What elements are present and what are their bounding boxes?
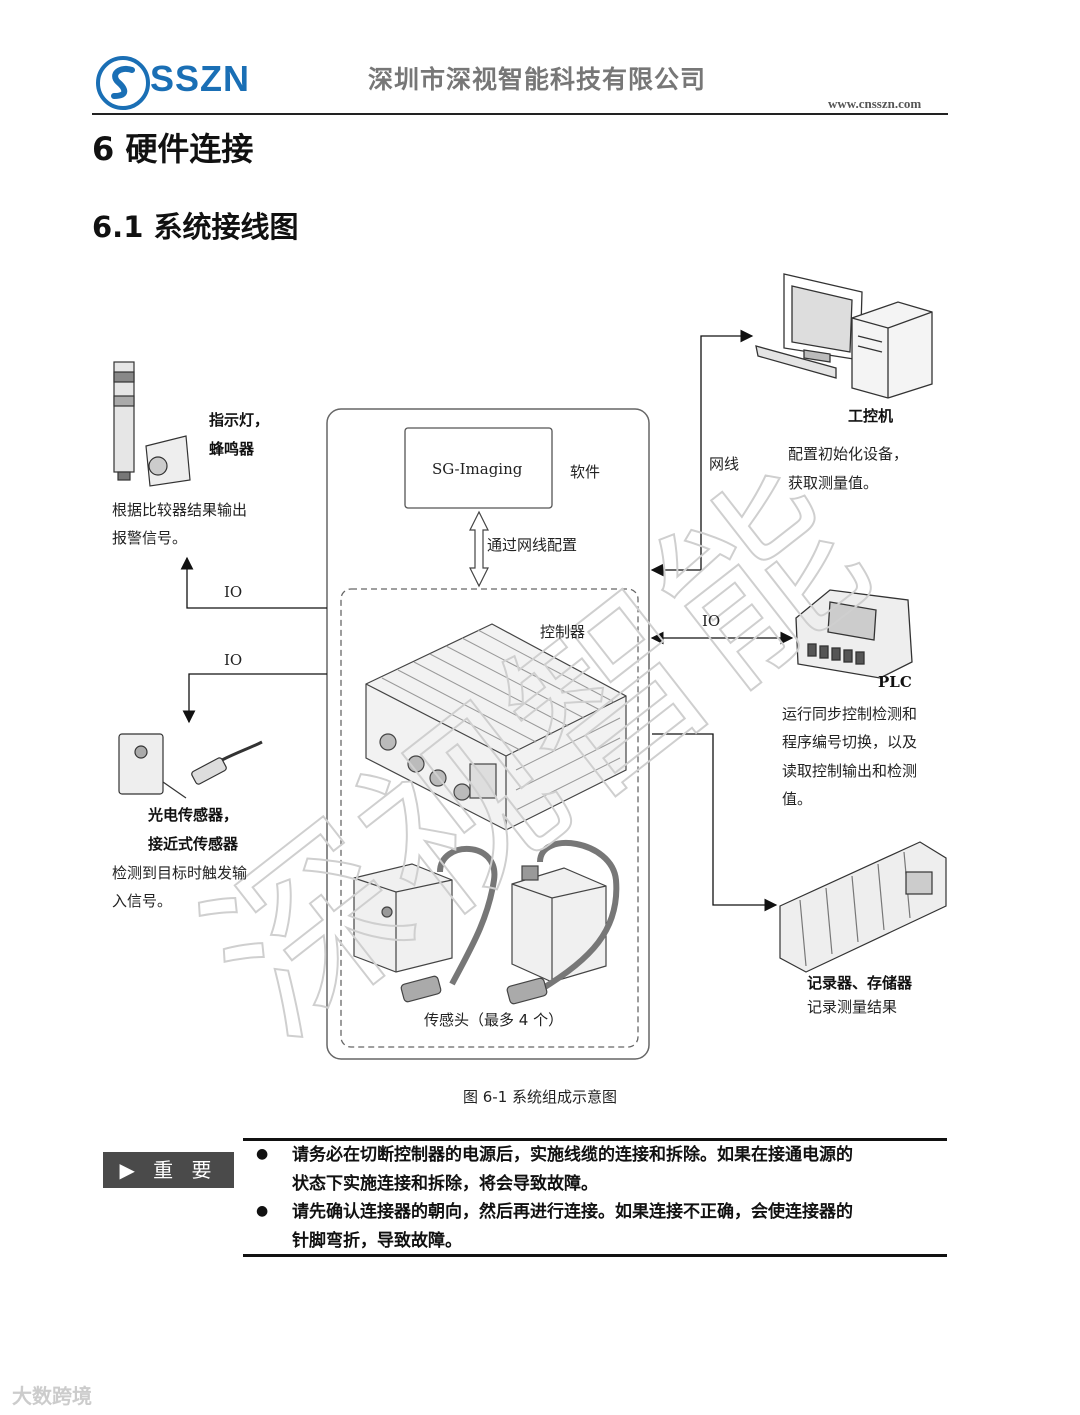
subsection-title: 6.1 系统接线图 xyxy=(92,210,299,244)
software-name: SG-Imaging xyxy=(432,460,523,478)
note-bullet-1: ● xyxy=(256,1146,269,1162)
io-label-left: IO xyxy=(224,651,243,669)
software-box xyxy=(404,427,553,509)
website-link[interactable]: www.cnsszn.com xyxy=(828,96,922,111)
pc-desc-2: 获取测量值。 xyxy=(788,474,879,492)
sensor-head-label: 传感头（最多 4 个） xyxy=(424,1011,564,1029)
plc-desc-3: 读取控制输出和检测 xyxy=(782,762,918,780)
industrial-pc-icon xyxy=(755,273,933,399)
indicator-desc-2: 报警信号。 xyxy=(112,529,188,547)
sensor-head-left-icon xyxy=(353,846,498,1003)
figure-caption: 图 6-1 系统组成示意图 xyxy=(462,1088,618,1106)
io-line-indicator xyxy=(180,556,327,609)
note-2-line-1: 请先确认连接器的朝向，然后再进行连接。如果连接不正确，会使连接器的 xyxy=(292,1202,853,1222)
plc-icon xyxy=(795,589,913,679)
sensor-desc-2: 入信号。 xyxy=(112,892,173,910)
pc-title: 工控机 xyxy=(848,407,894,425)
company-name: 深圳市深视智能科技有限公司 xyxy=(368,65,707,94)
line-recorder xyxy=(652,733,778,912)
notes-top-rule xyxy=(243,1138,947,1141)
note-1-line-2: 状态下实施连接和拆除，将会导致故障。 xyxy=(292,1174,598,1194)
indicator-title-1: 指示灯， xyxy=(209,411,270,429)
controller-label: 控制器 xyxy=(540,623,586,641)
sensor-desc-1: 检测到目标时触发输 xyxy=(112,864,248,882)
note-1-line-1: 请务必在切断控制器的电源后，实施线缆的连接和拆除。如果在接通电源的 xyxy=(292,1145,853,1165)
recorder-title: 记录器、存储器 xyxy=(807,974,913,992)
io-line-sensor xyxy=(182,673,327,724)
network-line-pc xyxy=(650,329,754,577)
indicator-lamp-icon xyxy=(113,361,135,481)
buzzer-icon xyxy=(145,435,191,487)
sensor-head-right-icon xyxy=(506,840,620,1005)
notes-bottom-rule xyxy=(243,1254,947,1257)
sensor-title-1: 光电传感器， xyxy=(148,806,239,824)
logo xyxy=(96,56,150,110)
io-label-top: IO xyxy=(224,583,243,601)
indicator-desc-1: 根据比较器结果输出 xyxy=(112,501,248,519)
important-badge: ▶ 重 要 xyxy=(103,1152,234,1188)
footer-watermark: 大数跨境 xyxy=(12,1384,92,1408)
header-divider xyxy=(92,113,948,115)
plc-desc-2: 程序编号切换，以及 xyxy=(782,733,918,751)
network-config-arrow xyxy=(469,510,489,588)
system-frame xyxy=(326,408,650,1060)
note-bullet-2: ● xyxy=(256,1203,269,1219)
controller-unit-icon xyxy=(365,623,627,831)
photoelectric-sensor-icon xyxy=(118,733,187,799)
controller-dashed-region xyxy=(340,588,639,1048)
recorder-storage-icon xyxy=(779,841,947,973)
logo-text: SSZN xyxy=(150,58,251,99)
recorder-desc: 记录测量结果 xyxy=(807,998,898,1016)
proximity-sensor-icon xyxy=(191,740,263,785)
software-label: 软件 xyxy=(570,463,601,481)
indicator-title-2: 蜂鸣器 xyxy=(209,440,255,458)
io-label-right: IO xyxy=(702,612,721,630)
network-config-label: 通过网线配置 xyxy=(487,536,578,554)
pc-desc-1: 配置初始化设备， xyxy=(788,445,909,463)
sensor-title-2: 接近式传感器 xyxy=(148,835,239,853)
note-2-line-2: 针脚弯折，导致故障。 xyxy=(292,1231,462,1251)
plc-title: PLC xyxy=(878,673,912,691)
sszn-logo-icon xyxy=(96,56,150,110)
section-title: 6 硬件连接 xyxy=(92,130,254,168)
plc-desc-4: 值。 xyxy=(782,790,813,808)
network-label: 网线 xyxy=(709,455,740,473)
plc-desc-1: 运行同步控制检测和 xyxy=(782,705,918,723)
